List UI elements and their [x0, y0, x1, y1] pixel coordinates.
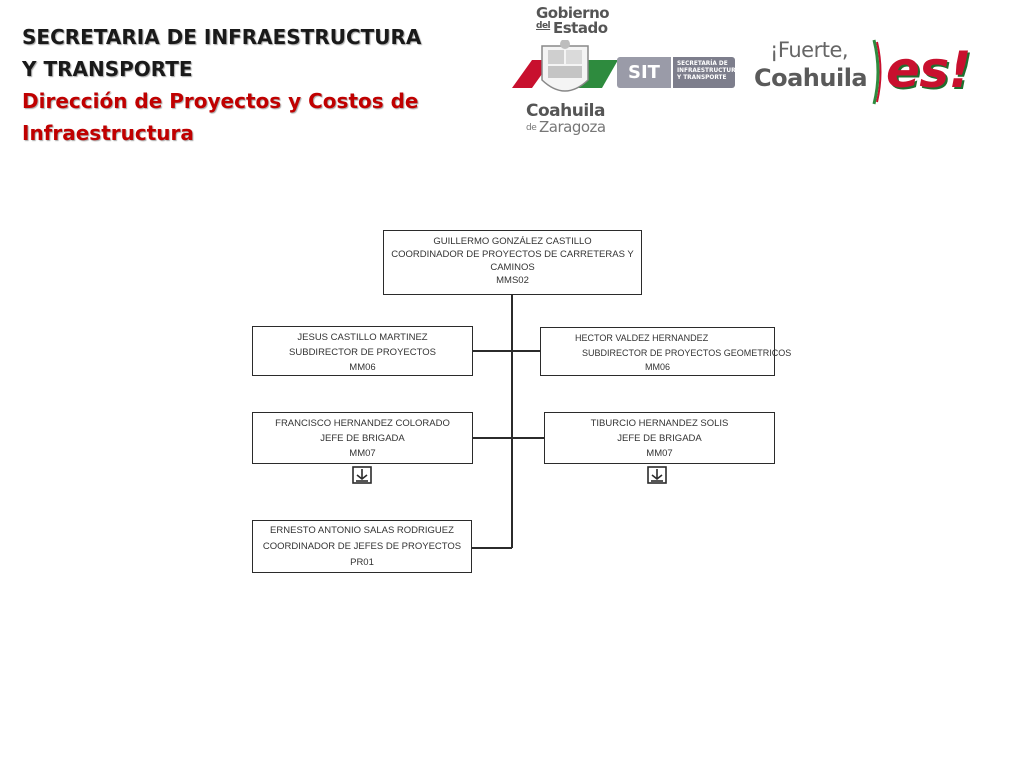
sit-short: SIT: [617, 57, 671, 88]
fuerte-coahuila-logo: ¡Fuerte, Coahuila es!: [752, 36, 992, 108]
person-title: COORDINADOR DE JEFES DE PROYECTOS: [262, 541, 462, 552]
sit-logo: SIT SECRETARÍA DE INFRAESTRUCTURA Y TRAN…: [617, 57, 740, 88]
person-name: FRANCISCO HERNANDEZ COLORADO: [275, 418, 450, 429]
connector-sub-right: [512, 350, 541, 352]
title-line-1: SECRETARIA DE INFRAESTRUCTURA: [22, 25, 422, 49]
person-title: COORDINADOR DE PROYECTOS DE CARRETERAS Y…: [391, 249, 634, 273]
connector-brig-right: [512, 437, 544, 439]
person-code: MM07: [646, 448, 673, 459]
person-code: MM06: [349, 362, 376, 373]
person-title: JEFE DE BRIGADA: [617, 433, 702, 444]
org-box-subdirector-projects: JESUS CASTILLO MARTINEZ SUBDIRECTOR DE P…: [252, 326, 473, 376]
gobierno-coahuila-logo: Gobierno del Estado Coahuila de Zaragoza: [510, 2, 620, 140]
person-title: SUBDIRECTOR DE PROYECTOS GEOMETRICOS: [582, 347, 792, 358]
person-code: MMS02: [496, 275, 529, 286]
flag-stripe-icon: [872, 39, 882, 105]
person-code: PR01: [350, 557, 374, 568]
person-name: HECTOR VALDEZ HERNANDEZ: [575, 333, 709, 343]
org-box-brigade-chief-right: TIBURCIO HERNANDEZ SOLIS JEFE DE BRIGADA…: [544, 412, 775, 464]
person-name: TIBURCIO HERNANDEZ SOLIS: [590, 418, 729, 429]
title-line-2: Y TRANSPORTE: [22, 57, 193, 81]
coat-of-arms-icon: [512, 40, 618, 92]
org-box-coordinator-roads: GUILLERMO GONZÁLEZ CASTILLO COORDINADOR …: [383, 230, 642, 295]
title-line-3: Dirección de Proyectos y Costos de: [22, 89, 419, 113]
connector-brig-left: [472, 437, 512, 439]
connector-coord: [472, 547, 512, 549]
org-box-brigade-chief-left: FRANCISCO HERNANDEZ COLORADO JEFE DE BRI…: [252, 412, 473, 464]
person-name: JESUS CASTILLO MARTINEZ: [297, 332, 428, 343]
team-expand-icon[interactable]: [647, 466, 667, 484]
sit-full-name: SECRETARÍA DE INFRAESTRUCTURA Y TRANSPOR…: [673, 57, 740, 88]
person-code: MM07: [349, 448, 376, 459]
page-title: SECRETARIA DE INFRAESTRUCTURA Y TRANSPOR…: [22, 21, 442, 149]
person-title: JEFE DE BRIGADA: [320, 433, 405, 444]
connector-sub-left: [472, 350, 512, 352]
org-box-coordinator-project-chiefs: ERNESTO ANTONIO SALAS RODRIGUEZ COORDINA…: [252, 520, 472, 573]
org-box-subdirector-geometric: HECTOR VALDEZ HERNANDEZ SUBDIRECTOR DE P…: [540, 327, 792, 376]
person-name: GUILLERMO GONZÁLEZ CASTILLO: [433, 236, 592, 247]
person-title: SUBDIRECTOR DE PROYECTOS: [289, 347, 436, 358]
title-line-4: Infraestructura: [22, 121, 194, 145]
team-expand-icon[interactable]: [352, 466, 372, 484]
person-name: ERNESTO ANTONIO SALAS RODRIGUEZ: [270, 525, 454, 536]
connector-trunk: [511, 294, 513, 548]
person-code: MM06: [644, 362, 670, 372]
